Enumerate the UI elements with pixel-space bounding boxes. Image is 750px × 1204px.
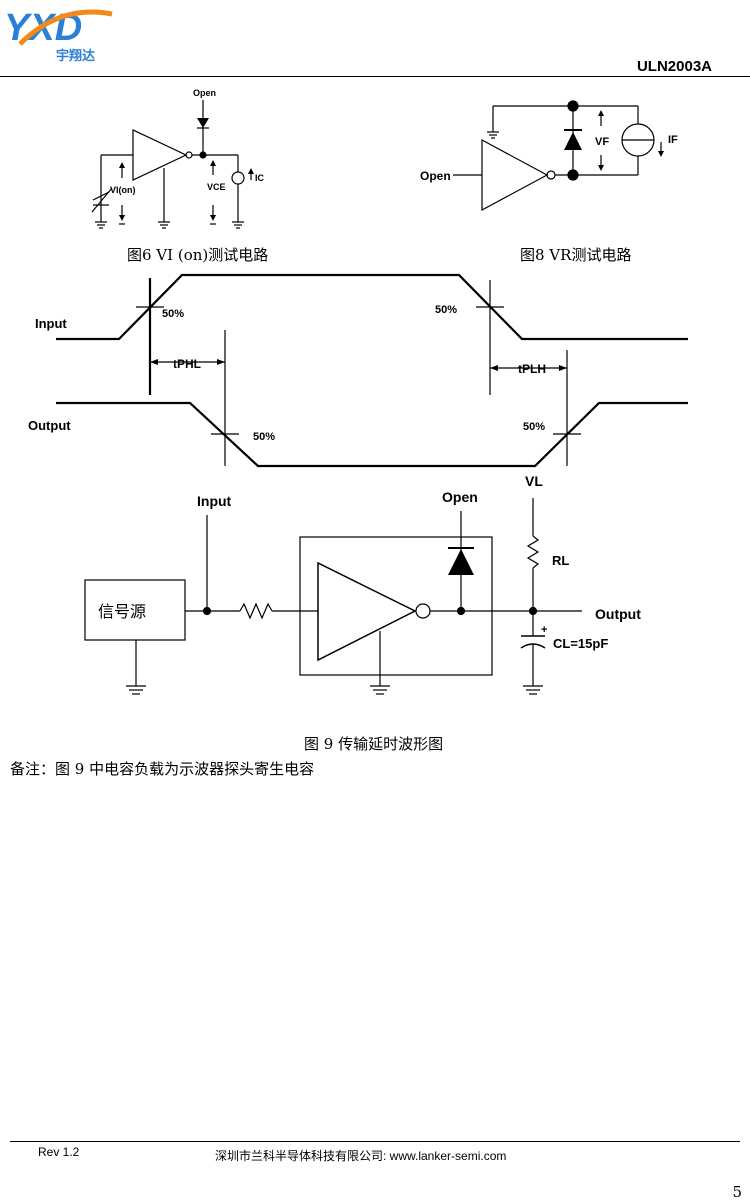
logo-chinese-name: 宇翔达	[56, 48, 95, 63]
fig9-rl-label: RL	[552, 553, 569, 568]
timing-tplh-label: tPLH	[518, 362, 546, 376]
fig8-vf-label: VF	[595, 136, 609, 148]
fig8-circuit	[453, 100, 664, 212]
timing-pct-input-rise: 50%	[435, 304, 457, 316]
note-text: 备注：图 9 中电容负载为示波器探头寄生电容	[10, 760, 315, 778]
revision-label: Rev 1.2	[38, 1145, 80, 1159]
fig8-open-label: Open	[420, 169, 451, 183]
company-footer: 深圳市兰科半导体科技有限公司: www.lanker-semi.com	[215, 1149, 507, 1163]
timing-pct-output-fall: 50%	[253, 431, 275, 443]
fig6-vi-label: VI(on)	[110, 185, 136, 195]
fig9-open-label: Open	[442, 489, 478, 505]
fig6-circuit	[91, 100, 254, 229]
fig9-plus-label: +	[541, 624, 547, 636]
timing-tphl-label: tPHL	[173, 357, 201, 371]
fig8-caption: 图8 VR测试电路	[520, 246, 631, 264]
fig9-vl-label: VL	[525, 473, 543, 489]
signal-source-label: 信号源	[98, 602, 146, 621]
company-logo: YXD 宇翔达	[0, 0, 130, 66]
footer-divider	[10, 1141, 740, 1142]
fig6-vce-label: VCE	[207, 182, 226, 192]
figures-area: Open VI(on) VCE IC Open VF IF 图6 VI (on)…	[28, 88, 688, 695]
page-number: 5	[732, 1183, 742, 1201]
timing-output-label: Output	[28, 418, 71, 433]
fig6-ic-label: IC	[255, 173, 265, 183]
timing-pct-input-fall: 50%	[162, 308, 184, 320]
fig6-caption: 图6 VI (on)测试电路	[127, 246, 268, 264]
timing-input-label: Input	[35, 316, 67, 331]
fig9-caption: 图 9 传输延时波形图	[304, 735, 444, 753]
timing-pct-output-rise: 50%	[523, 421, 545, 433]
fig9-input-label: Input	[197, 493, 232, 509]
timing-diagram	[56, 273, 688, 468]
fig9-output-label: Output	[595, 606, 641, 622]
fig9-circuit	[84, 498, 582, 695]
part-number: ULN2003A	[636, 58, 712, 75]
fig9-cl-label: CL=15pF	[553, 636, 608, 651]
fig6-open-label: Open	[193, 88, 216, 98]
header-divider	[0, 76, 750, 77]
fig8-if-label: IF	[668, 134, 678, 146]
